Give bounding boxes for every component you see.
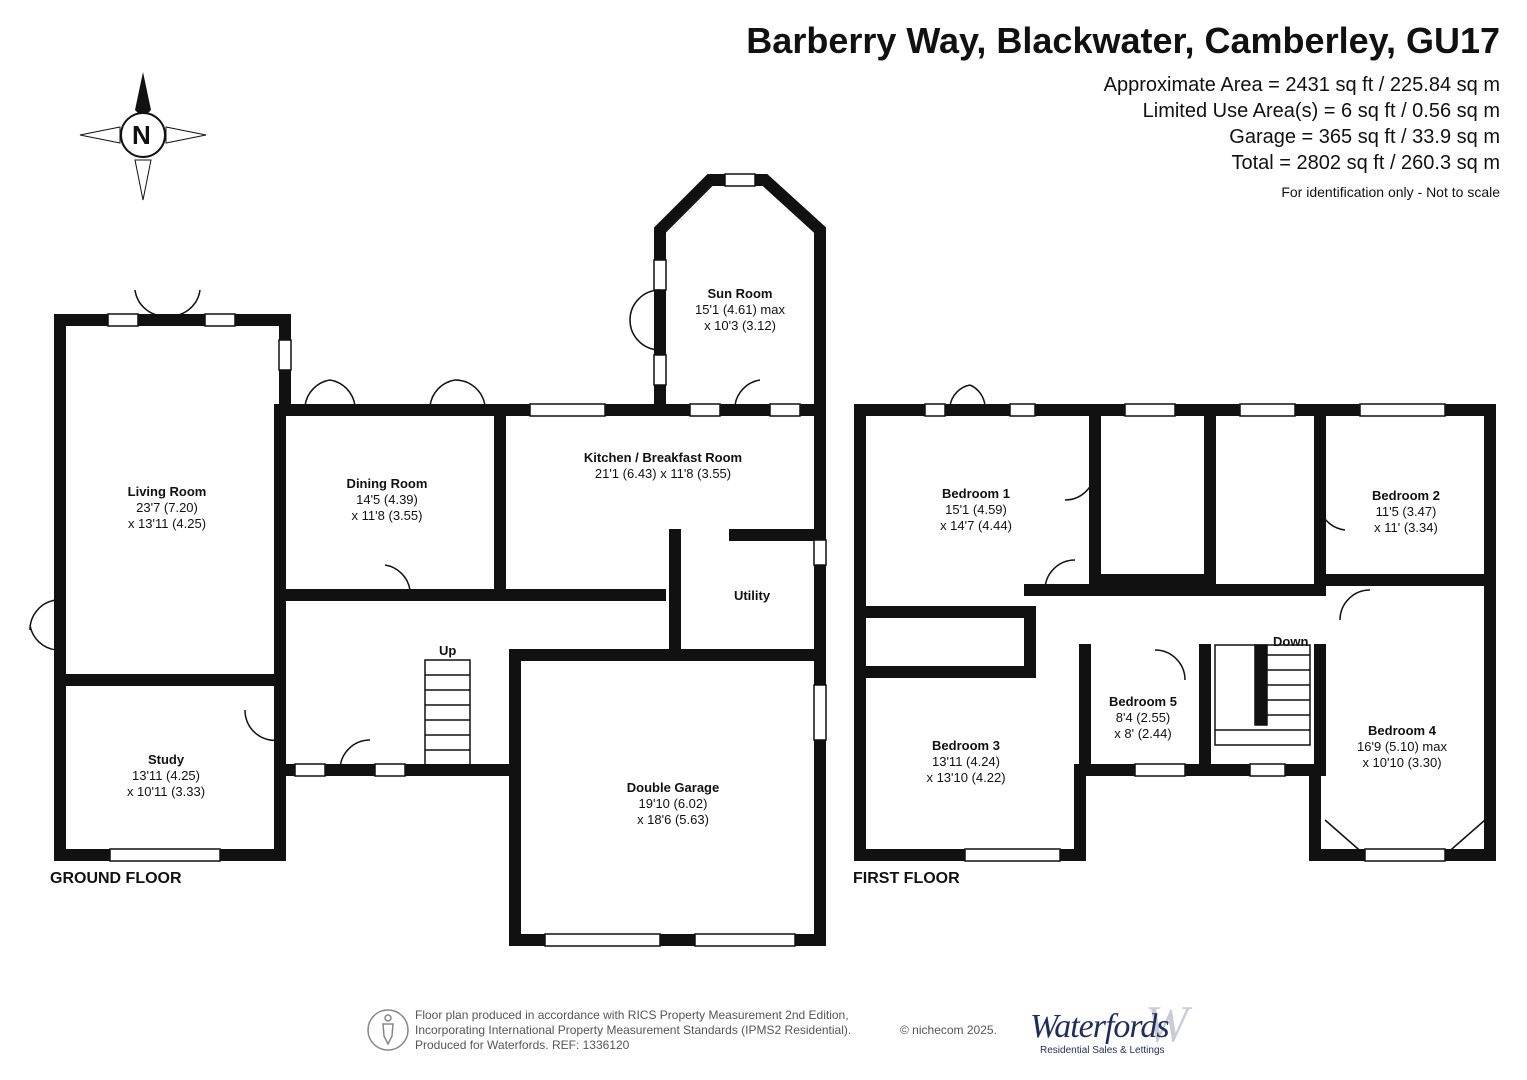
- room-dimension: 15'1 (4.59): [945, 502, 1007, 517]
- room-dimension: x 14'7 (4.44): [940, 518, 1012, 533]
- room-label-garage: Double Garage 19'10 (6.02) x 18'6 (5.63): [627, 780, 719, 828]
- room-dimension: 19'10 (6.02): [638, 796, 708, 811]
- room-dimension: x 11'8 (3.55): [351, 508, 423, 523]
- room-dimension: x 11' (3.34): [1374, 520, 1438, 535]
- total-area: Total = 2802 sq ft / 260.3 sq m: [1231, 152, 1501, 174]
- ground-floor-label: GROUND FLOOR: [50, 870, 182, 887]
- waterfords-logo: Waterfords: [1030, 1008, 1170, 1045]
- room-label-living: Living Room 23'7 (7.20) x 13'11 (4.25): [128, 484, 207, 532]
- door-swings: [29, 289, 1486, 856]
- dining-kitchen-walls: [274, 404, 666, 861]
- room-name: Dining Room: [346, 476, 428, 491]
- room-dimension: 21'1 (6.43) x 11'8 (3.55): [594, 466, 732, 481]
- room-label-bedroom-2: Bedroom 2 11'5 (3.47) x 11' (3.34): [1372, 488, 1440, 536]
- room-label-utility: Utility: [734, 588, 770, 604]
- room-name: Double Garage: [626, 780, 720, 795]
- staircases: [424, 644, 1311, 766]
- room-name: Utility: [733, 588, 771, 603]
- room-dimension: 8'4 (2.55): [1115, 710, 1171, 725]
- room-dimension: 23'7 (7.20): [136, 500, 198, 515]
- footer-line: Incorporating International Property Mea…: [415, 1023, 852, 1037]
- first-floor-walls: [854, 404, 1496, 861]
- room-label-bedroom-3: Bedroom 3 13'11 (4.24) x 13'10 (4.22): [926, 738, 1005, 786]
- copyright: © nichecom 2025.: [900, 1023, 997, 1037]
- room-label-bedroom-5: Bedroom 5 8'4 (2.55) x 8' (2.44): [1109, 694, 1177, 742]
- room-dimension: 13'11 (4.24): [931, 754, 1000, 769]
- room-label-bedroom-4: Bedroom 4 16'9 (5.10) max x 10'10 (3.30): [1357, 723, 1447, 771]
- room-label-sun: Sun Room 15'1 (4.61) max x 10'3 (3.12): [695, 286, 785, 334]
- room-name: Bedroom 4: [1368, 723, 1436, 738]
- footer-line: Floor plan produced in accordance with R…: [415, 1008, 849, 1022]
- room-label-kitchen: Kitchen / Breakfast Room 21'1 (6.43) x 1…: [584, 450, 742, 482]
- room-name: Kitchen / Breakfast Room: [583, 450, 743, 465]
- first-floor-label: FIRST FLOOR: [853, 870, 960, 887]
- room-name: Study: [147, 752, 185, 767]
- limited-use-area: Limited Use Area(s) = 6 sq ft / 0.56 sq …: [1142, 100, 1500, 122]
- logo-mark: W: [1145, 996, 1189, 1053]
- room-dimension: 16'9 (5.10) max: [1357, 739, 1447, 754]
- room-dimension: x 10'3 (3.12): [704, 318, 776, 333]
- room-name: Bedroom 1: [942, 486, 1010, 501]
- room-dimension: x 13'10 (4.22): [926, 770, 1006, 785]
- room-dimension: 15'1 (4.61) max: [695, 302, 785, 317]
- room-dimension: x 10'10 (3.30): [1362, 755, 1442, 770]
- logo-tagline: Residential Sales & Lettings: [1040, 1045, 1165, 1056]
- property-title: Barberry Way, Blackwater, Camberley, GU1…: [746, 20, 1500, 61]
- room-label-dining: Dining Room 14'5 (4.39) x 11'8 (3.55): [347, 476, 428, 524]
- room-dimension: 14'5 (4.39): [356, 492, 418, 507]
- footer-line: Produced for Waterfords. REF: 1336120: [415, 1038, 630, 1052]
- room-dimension: x 10'11 (3.33): [126, 784, 206, 799]
- room-dimension: x 13'11 (4.25): [127, 516, 207, 531]
- scale-note: For identification only - Not to scale: [1281, 184, 1500, 200]
- room-name: Bedroom 5: [1109, 694, 1177, 709]
- garage-walls: [509, 649, 826, 946]
- compass-rose-icon: [79, 72, 207, 201]
- window-markers: [107, 173, 1446, 947]
- room-dimension: x 18'6 (5.63): [637, 812, 709, 827]
- room-name: Sun Room: [707, 286, 773, 301]
- room-name: Bedroom 3: [932, 738, 1000, 753]
- stairs-down-label: Down: [1273, 634, 1309, 649]
- room-label-study: Study 13'11 (4.25) x 10'11 (3.33): [127, 752, 205, 800]
- room-dimension: x 8' (2.44): [1114, 726, 1172, 741]
- room-name: Bedroom 2: [1372, 488, 1440, 503]
- approximate-area: Approximate Area = 2431 sq ft / 225.84 s…: [1103, 74, 1500, 96]
- room-name: Living Room: [127, 484, 207, 499]
- garage-area: Garage = 365 sq ft / 33.9 sq m: [1229, 126, 1500, 148]
- footer-notes: Floor plan produced in accordance with R…: [415, 1008, 851, 1053]
- person-icon: [367, 1009, 409, 1051]
- room-dimension: 11'5 (3.47): [1375, 504, 1437, 519]
- compass-letter: N: [132, 120, 151, 150]
- room-dimension: 13'11 (4.25): [131, 768, 200, 783]
- stairs-up-label: Up: [439, 643, 457, 658]
- room-label-bedroom-1: Bedroom 1 15'1 (4.59) x 14'7 (4.44): [940, 486, 1012, 534]
